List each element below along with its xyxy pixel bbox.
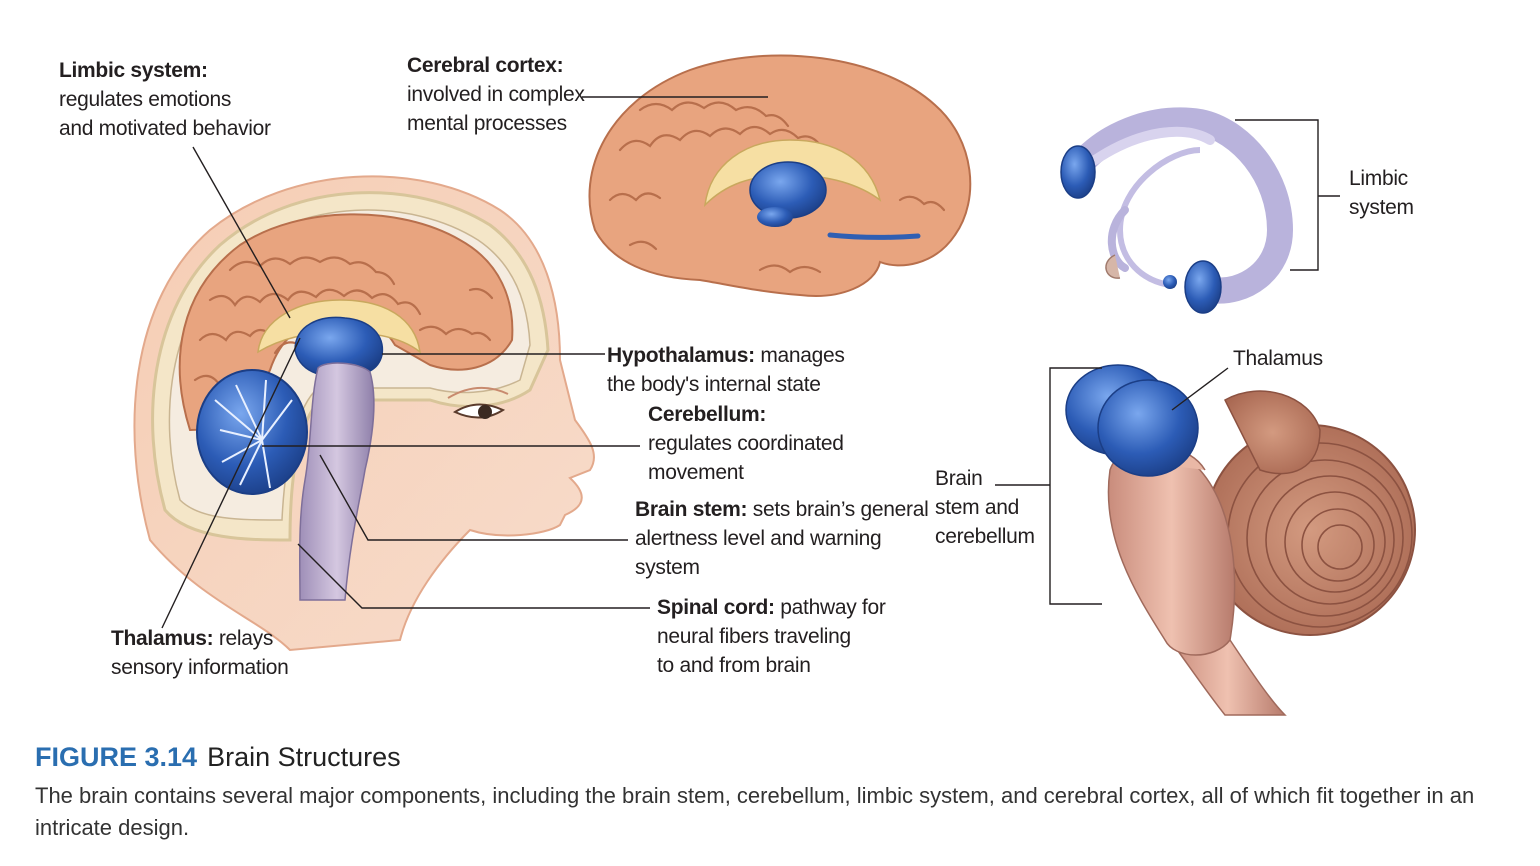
label-line: stem and	[935, 496, 1019, 519]
label-line: Thalamus	[1233, 347, 1323, 370]
label-line: involved in complex	[407, 83, 585, 106]
label-line: sensory information	[111, 656, 289, 679]
label-cerebral-cortex: Cerebral cortex: involved in complex men…	[407, 51, 585, 138]
label-title: Spinal cord:	[657, 596, 775, 619]
brainstem-cerebellum-illustration	[1065, 364, 1416, 716]
label-title: Brain stem:	[635, 498, 748, 521]
figure-caption-text: The brain contains several major compone…	[35, 783, 1475, 840]
label-cerebellum: Cerebellum: regulates coordinated moveme…	[648, 400, 844, 487]
label-limbic-system: Limbic system: regulates emotions and mo…	[59, 56, 271, 143]
figure-number: FIGURE 3.14	[35, 742, 198, 772]
label-brainstem-cerebellum-right: Brain stem and cerebellum	[935, 464, 1035, 551]
label-rest: manages	[754, 344, 845, 367]
limbic-system-illustration	[1060, 107, 1294, 314]
label-line: mental processes	[407, 112, 567, 135]
label-line: cerebellum	[935, 525, 1035, 548]
brain-illustration	[133, 54, 1416, 716]
label-line: movement	[648, 461, 744, 484]
label-thalamus: Thalamus: relays sensory information	[111, 624, 289, 682]
label-line: regulates emotions	[59, 88, 232, 111]
label-thalamus-right: Thalamus	[1233, 344, 1323, 373]
label-line: regulates coordinated	[648, 432, 844, 455]
label-line: Brain	[935, 467, 983, 490]
label-line: Limbic	[1349, 167, 1408, 190]
cerebrum-medial	[588, 54, 972, 297]
head-section	[133, 175, 595, 652]
label-rest: relays	[213, 627, 274, 650]
label-limbic-system-right: Limbic system	[1349, 164, 1414, 222]
label-line: and motivated behavior	[59, 117, 271, 140]
label-brain-stem: Brain stem: sets brain’s general alertne…	[635, 495, 929, 582]
label-title: Hypothalamus:	[607, 344, 755, 367]
label-line: the body's internal state	[607, 373, 821, 396]
label-rest: pathway for	[774, 596, 886, 619]
leader-lines	[161, 96, 1340, 629]
label-title: Thalamus:	[111, 627, 214, 650]
label-line: to and from brain	[657, 654, 811, 677]
label-line: alertness level and warning	[635, 527, 882, 550]
label-title: Cerebral cortex:	[407, 54, 564, 77]
figure-caption-title: FIGURE 3.14 Brain Structures	[35, 740, 1515, 774]
label-rest: sets brain’s general	[747, 498, 929, 521]
label-spinal-cord: Spinal cord: pathway for neural fibers t…	[657, 593, 886, 680]
label-line: system	[635, 556, 700, 579]
label-title: Cerebellum:	[648, 403, 767, 426]
label-hypothalamus: Hypothalamus: manages the body's interna…	[607, 341, 845, 399]
label-line: neural fibers traveling	[657, 625, 851, 648]
figure-title: Brain Structures	[207, 742, 401, 772]
label-title: Limbic system:	[59, 59, 208, 82]
label-line: system	[1349, 196, 1414, 219]
